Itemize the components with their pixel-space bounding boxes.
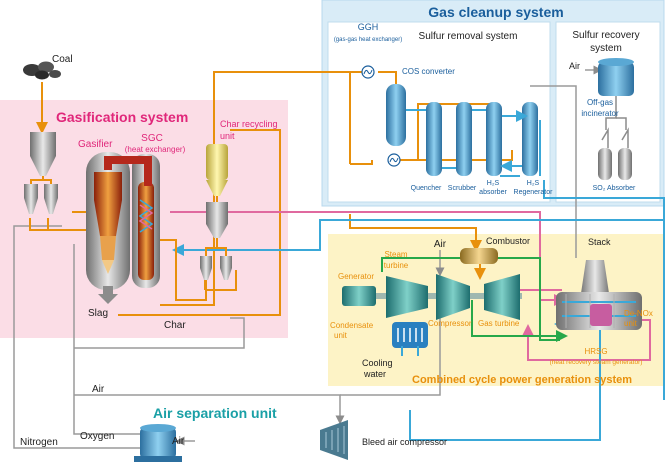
blue-pipes bbox=[172, 120, 665, 441]
air-separation-tank bbox=[134, 424, 182, 462]
cooling-water-label-1: Cooling bbox=[362, 358, 393, 368]
gas-turbine-label: Gas turbine bbox=[478, 319, 520, 328]
air-input-label: Air bbox=[172, 436, 185, 447]
bleed-air-label: Bleed air compressor bbox=[362, 437, 447, 447]
slag-label: Slag bbox=[88, 308, 108, 319]
combined-cycle-title: Combined cycle power generation system bbox=[412, 374, 632, 386]
stack-chimney bbox=[580, 260, 610, 300]
char-recycling-cyclone bbox=[206, 144, 228, 196]
cos-converter-label: COS converter bbox=[402, 67, 455, 76]
gas-cleanup-title: Gas cleanup system bbox=[428, 4, 563, 20]
h2s-regenerator-tower bbox=[522, 102, 538, 176]
compressor-label: Compressor bbox=[428, 319, 472, 328]
condensate-label-2: unit bbox=[334, 331, 348, 340]
sulfur-recovery-title-1: Sulfur recovery bbox=[572, 30, 639, 41]
scrubber-label: Scrubber bbox=[448, 185, 477, 192]
ggh-exchanger-top-icon bbox=[361, 65, 375, 79]
gasifier-vessel bbox=[86, 152, 130, 290]
condensate-label-1: Condensate bbox=[330, 321, 374, 330]
offgas-label-2: incinerator bbox=[581, 109, 619, 118]
oxygen-label: Oxygen bbox=[80, 431, 114, 442]
condensate-unit bbox=[392, 322, 428, 356]
steam-turbine-label-2: turbine bbox=[384, 261, 409, 270]
generator-label: Generator bbox=[338, 272, 374, 281]
bleed-air-compressor bbox=[320, 420, 348, 460]
char-recycling-label-2: unit bbox=[220, 131, 235, 141]
coal-label: Coal bbox=[52, 54, 73, 65]
gray-pipes bbox=[13, 65, 603, 449]
denox-unit bbox=[590, 304, 612, 326]
offgas-incinerator bbox=[598, 58, 634, 96]
green-pipes bbox=[381, 257, 568, 342]
generator-unit bbox=[342, 286, 376, 306]
h2s-regen-label-1: H₂S bbox=[527, 180, 540, 187]
ggh-label-2: (gas-gas heat exchanger) bbox=[334, 37, 402, 43]
gas-turbine-unit bbox=[484, 274, 520, 320]
air-asu-label: Air bbox=[92, 384, 105, 395]
char-filter bbox=[206, 202, 228, 238]
offgas-label-1: Off-gas bbox=[587, 98, 613, 107]
ggh-exchanger-bottom-icon bbox=[387, 153, 401, 167]
coal-hopper-right bbox=[44, 184, 58, 214]
cos-converter-vessel bbox=[386, 84, 406, 146]
sulfur-removal-title: Sulfur removal system bbox=[419, 31, 518, 42]
gasifier-crossover bbox=[104, 156, 152, 186]
char-lines bbox=[160, 196, 237, 301]
quencher-label: Quencher bbox=[411, 185, 442, 192]
steam-turbine-label-1: Steam bbox=[384, 250, 407, 259]
char-recycling-label-1: Char recycling bbox=[220, 119, 278, 129]
scrubber-tower bbox=[456, 102, 472, 176]
sgc-label-1: SGC bbox=[141, 133, 163, 144]
gasifier-feed-lines bbox=[74, 211, 86, 231]
char-bin-right bbox=[220, 256, 232, 280]
sgc-heat-exchanger bbox=[132, 154, 160, 288]
so2-absorber-vessels bbox=[598, 127, 632, 180]
sulfur-recovery-lines bbox=[605, 96, 627, 130]
h2s-absorber-label-2: absorber bbox=[479, 189, 507, 196]
air-combustor-label: Air bbox=[434, 239, 447, 250]
so2-absorber-label: SO₂ Absorber bbox=[593, 185, 636, 192]
h2s-absorber-label-1: H₂S bbox=[487, 180, 500, 187]
compressor-unit bbox=[436, 274, 470, 320]
air-sulfur-label: Air bbox=[569, 61, 580, 71]
h2s-regen-label-2: Regenerator bbox=[514, 189, 554, 196]
air-separation-title: Air separation unit bbox=[153, 405, 277, 421]
stack-label: Stack bbox=[588, 237, 611, 247]
denox-label-2: unit bbox=[624, 319, 638, 328]
coal-hopper-left bbox=[24, 184, 38, 214]
coal-hopper-main bbox=[30, 132, 56, 176]
sulfur-recovery-title-2: system bbox=[590, 43, 622, 54]
gasifier-label: Gasifier bbox=[78, 139, 113, 150]
sgc-label-2: (heat exchanger) bbox=[125, 145, 186, 154]
tower-links bbox=[406, 109, 528, 172]
denox-label-1: De-NOx bbox=[624, 309, 653, 318]
coal-pile-icon bbox=[23, 61, 61, 80]
coal-lines bbox=[30, 176, 52, 184]
slag-arrow-icon bbox=[98, 286, 118, 304]
combustor-label: Combustor bbox=[486, 236, 530, 246]
quencher-tower bbox=[426, 102, 442, 176]
gasification-title: Gasification system bbox=[56, 109, 188, 125]
steam-turbine-unit bbox=[386, 276, 428, 318]
hrsg-label-1: HRSG bbox=[584, 347, 607, 356]
h2s-absorber-tower bbox=[486, 102, 502, 176]
hrsg-label-2: (heat recovery steam generator) bbox=[550, 359, 643, 366]
ggh-label-1: GGH bbox=[358, 22, 379, 32]
combustor-unit bbox=[460, 248, 498, 264]
cooling-water-label-2: water bbox=[363, 369, 386, 379]
char-bin-left bbox=[200, 256, 212, 280]
char-label: Char bbox=[164, 320, 186, 331]
nitrogen-label: Nitrogen bbox=[20, 437, 58, 448]
